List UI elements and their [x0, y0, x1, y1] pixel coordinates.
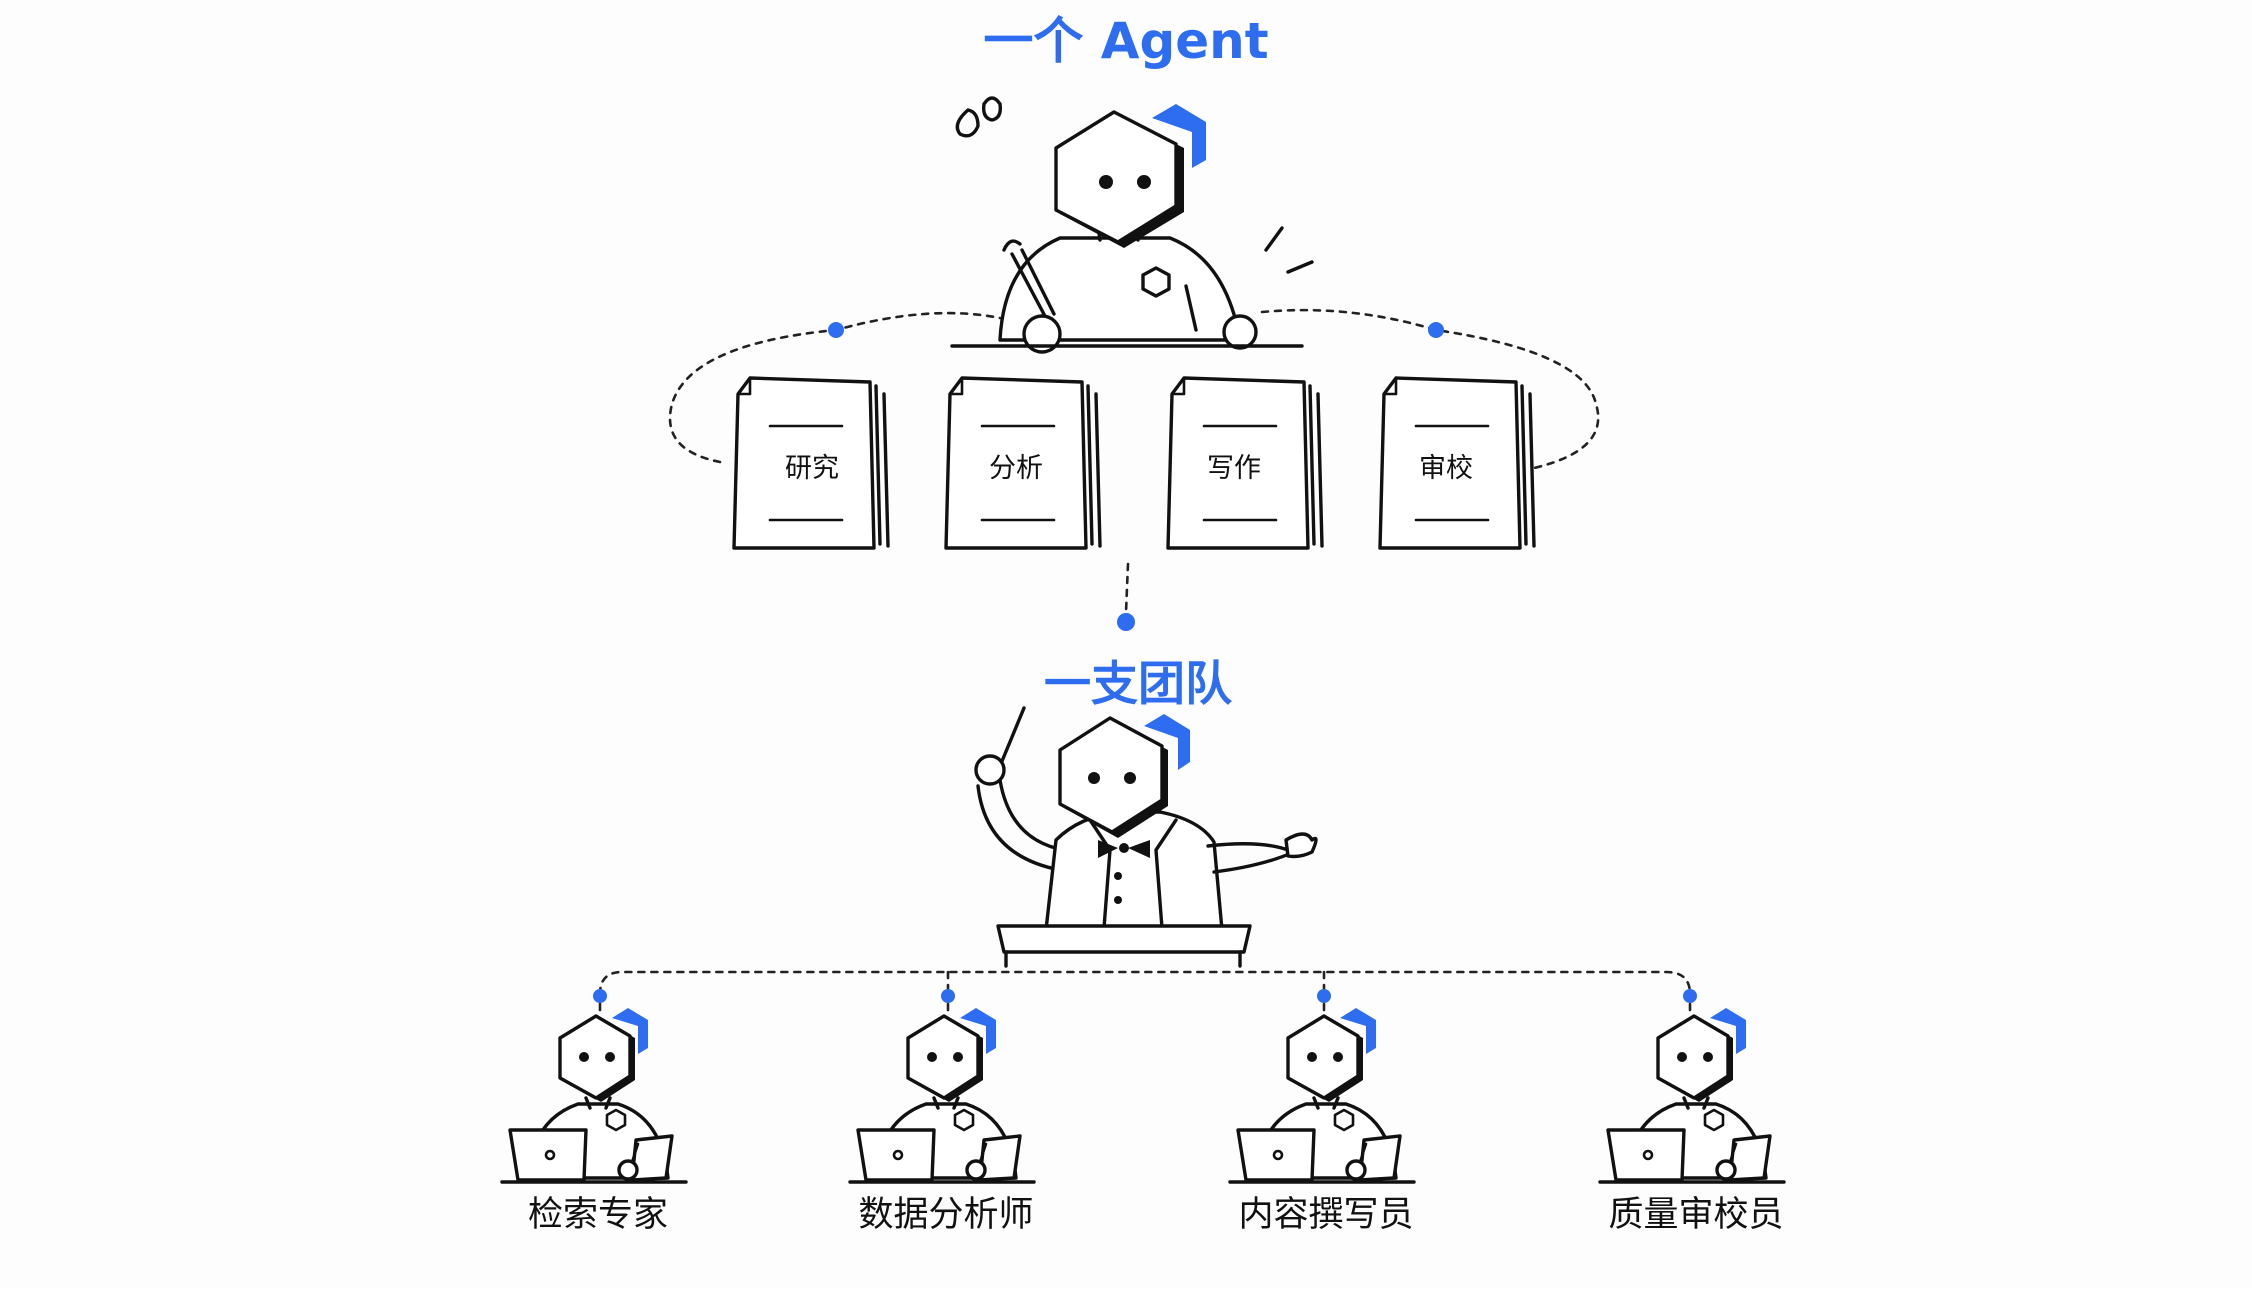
task-doc-research: 研究	[732, 376, 890, 550]
bottom-title: 一支团队	[1044, 657, 1233, 712]
team-node-1	[593, 989, 607, 1003]
task-doc-review: 审校	[1378, 376, 1536, 550]
role-label: 数据分析师	[858, 1195, 1033, 1235]
role-label: 检索专家	[528, 1195, 668, 1235]
team-member-content-writer: 内容撰写员	[1228, 1006, 1416, 1235]
task-connector-arc	[668, 311, 1002, 464]
section-connector-node	[1117, 613, 1135, 631]
top-title: 一个 Agent	[983, 12, 1268, 70]
team-node-3	[1317, 989, 1331, 1003]
role-label: 内容撰写员	[1238, 1195, 1413, 1235]
section-connector	[1124, 562, 1130, 614]
arc-node-left	[828, 322, 844, 338]
team-member-data-analyst: 数据分析师	[848, 1006, 1036, 1235]
team-member-search-expert: 检索专家	[500, 1006, 688, 1235]
team-node-4	[1683, 989, 1697, 1003]
role-label: 质量审校员	[1608, 1195, 1783, 1235]
task-label: 研究	[785, 453, 839, 484]
task-label: 审校	[1419, 453, 1473, 484]
task-label: 写作	[1207, 453, 1261, 484]
task-label: 分析	[989, 453, 1043, 484]
team-node-2	[941, 989, 955, 1003]
team-connector-tree	[598, 970, 1692, 996]
arc-node-right	[1428, 322, 1444, 338]
conductor-robot	[974, 706, 1318, 968]
task-doc-writing: 写作	[1166, 376, 1324, 550]
task-doc-analysis: 分析	[944, 376, 1102, 550]
team-member-quality-reviewer: 质量审校员	[1598, 1006, 1786, 1235]
single-agent-robot	[950, 96, 1314, 354]
